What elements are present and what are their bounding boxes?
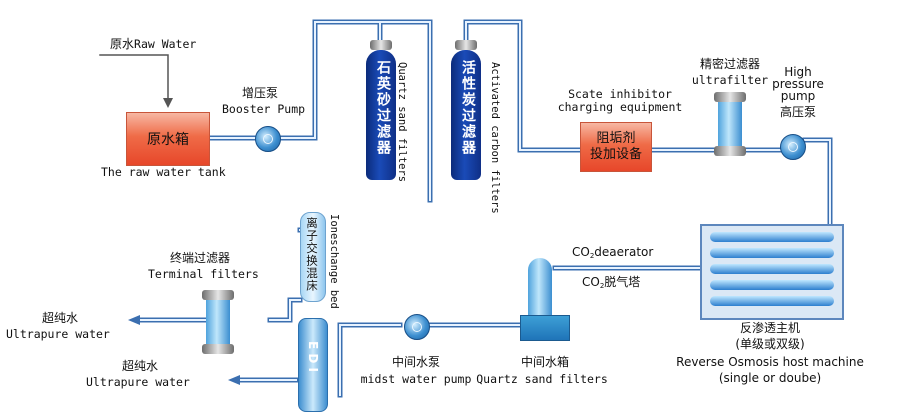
precision-filter-cap-top (714, 92, 746, 102)
ro-label-cn-1: 反渗透主机 (739, 321, 800, 335)
ion-exchange-bed: 离子交换混床 (300, 212, 326, 302)
co2-deaerator-tower (528, 258, 552, 318)
ro-label-cn-2: (单级或双级) (735, 337, 805, 351)
scale-inhibitor-dosing-unit: 阻垢剂 投加设备 (580, 122, 652, 172)
co2-deaerator-label-cn: CO2脱气塔 (582, 275, 641, 291)
precision-filter-label-cn: 精密过滤器 (699, 57, 760, 71)
raw-water-tank-label-cn: 原水箱 (147, 132, 189, 148)
quartz-filter-label-cn: 石英砂过滤器 (375, 60, 391, 156)
ro-membrane (710, 280, 834, 290)
intermediate-tank-label-en: Quartz sand filters (476, 372, 608, 386)
edi-label: E D I (306, 341, 320, 372)
outlet-arrow-top-icon (128, 315, 140, 325)
raw-water-label: 原水Raw Water (110, 37, 197, 51)
ion-exchange-label-en: Ioneschange bed (328, 214, 340, 309)
raw-water-inlet-line (99, 54, 169, 101)
terminal-filter-label-cn: 终端过滤器 (170, 251, 231, 265)
terminal-filter (206, 300, 230, 344)
carbon-filter-label-cn: 活性炭过滤器 (460, 60, 476, 156)
outlet-arrow-bottom-icon (228, 375, 240, 385)
booster-pump-label-en: Booster Pump (222, 102, 306, 116)
raw-water-tank-label-en: The raw water tank (101, 165, 226, 179)
intermediate-tank-label-cn: 中间水箱 (520, 355, 569, 369)
ultrapure-top-label-en: Ultrapure water (6, 327, 110, 341)
high-pressure-pump-label-cn: 高压泵 (779, 105, 816, 119)
intermediate-water-tank (520, 315, 570, 341)
ro-membrane (710, 264, 834, 274)
terminal-filter-cap-top (202, 290, 234, 300)
quartz-sand-filter: 石英砂过滤器 (366, 50, 396, 180)
activated-carbon-filter: 活性炭过滤器 (451, 50, 481, 180)
ro-label-en-2: (single or doube) (718, 371, 822, 385)
precision-filter-label-en: ultrafilter (691, 73, 769, 87)
carbon-filter-cap (455, 40, 477, 50)
carbon-filter-label-en: Activated carbon filters (489, 62, 501, 214)
terminal-filter-label-en: Terminal filters (148, 267, 259, 281)
edi-unit: E D I (298, 318, 328, 412)
ultrapure-top-label-cn: 超纯水 (42, 311, 79, 325)
precision-filter (718, 102, 742, 146)
intermediate-pump-label-cn: 中间水泵 (391, 355, 440, 369)
scale-inhibitor-label-en: Scate inhibitor charging equipment (557, 87, 683, 114)
intermediate-pump-icon (404, 314, 430, 340)
terminal-filter-cap-bottom (202, 344, 234, 354)
precision-filter-cap-bottom (714, 146, 746, 156)
raw-water-arrow-icon (163, 98, 173, 108)
ro-label-en-1: Reverse Osmosis host machine (676, 355, 864, 369)
high-pressure-pump-icon (780, 134, 806, 160)
ultrapure-bottom-label-en: Ultrapure water (86, 375, 190, 389)
booster-pump-icon (255, 126, 281, 152)
quartz-filter-cap (370, 40, 392, 50)
ro-membrane (710, 248, 834, 258)
raw-water-tank: 原水箱 (126, 112, 210, 166)
intermediate-pump-label-en: midst water pump (360, 372, 472, 386)
ion-exchange-label-cn: 离子交换混床 (305, 217, 319, 292)
high-pressure-pump-label-en: High pressure pump (772, 65, 824, 103)
booster-pump-label-cn: 增压泵 (242, 86, 279, 100)
ro-host-machine (700, 224, 844, 320)
ro-membrane (710, 232, 834, 242)
co2-deaerator-label-en: CO2deaerator (572, 245, 654, 261)
ultrapure-bottom-label-cn: 超纯水 (122, 359, 159, 373)
ro-membrane (710, 296, 834, 306)
quartz-filter-label-en: Quartz sand filters (396, 62, 408, 183)
